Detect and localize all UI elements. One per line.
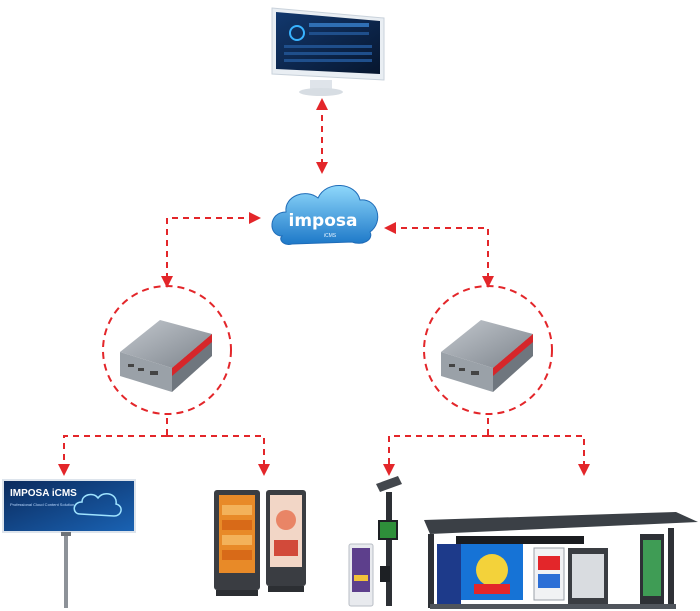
cloud-logo-text: imposa (289, 211, 358, 231)
cloud-server: imposa iCMS (271, 185, 379, 245)
connectors (58, 98, 590, 476)
right-branch-left (383, 435, 488, 476)
billboard-title: IMPOSA iCMS (10, 488, 77, 499)
left-branch-left (58, 435, 167, 476)
billboard: IMPOSA iCMS Professional Cloud Content S… (2, 479, 136, 608)
cloud-right-connector (384, 222, 494, 288)
left-branch-right (167, 435, 270, 476)
right-branch-right (488, 435, 590, 476)
monitor-dashboard (271, 7, 385, 96)
billboard-subtitle: Professional Cloud Content Solution (10, 502, 74, 507)
billboard-cloud-icon (73, 493, 122, 517)
cloud-left-connector (161, 212, 261, 288)
outdoor-kiosks (214, 490, 306, 596)
media-player-left (102, 285, 232, 415)
smart-pole (348, 476, 402, 607)
bus-shelter (424, 512, 698, 609)
cloud-sub-text: iCMS (324, 233, 337, 239)
media-player-right (423, 285, 553, 415)
